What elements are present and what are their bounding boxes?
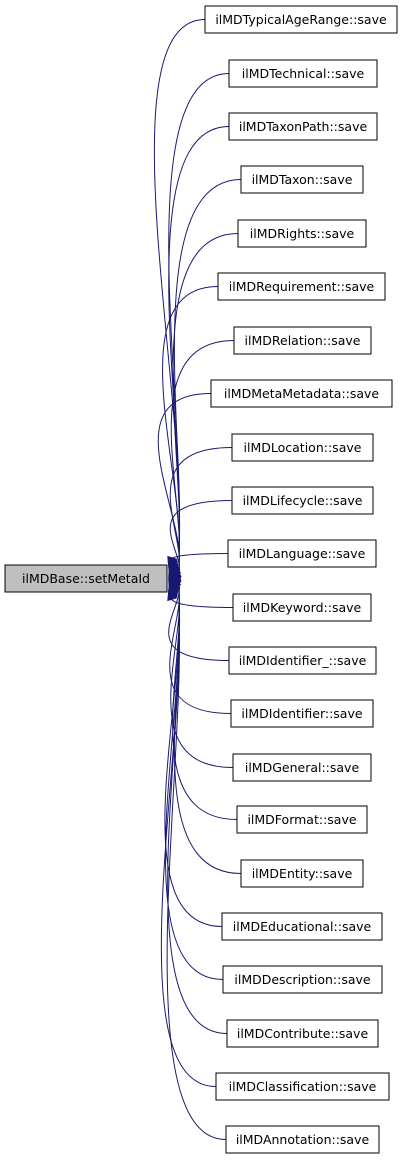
caller-node-box [210,379,393,408]
caller-node-label: ilMDContribute::save [237,1026,369,1041]
caller-node-label: ilMDTaxon::save [252,172,353,187]
caller-node[interactable]: ilMDContribute::save [226,1019,379,1048]
caller-node-label: ilMDGeneral::save [245,760,360,775]
call-edge [167,613,228,1034]
caller-node[interactable]: ilMDIdentifier::save [230,699,374,728]
caller-node[interactable]: ilMDGeneral::save [232,753,372,782]
caller-node-box [226,1019,379,1048]
caller-node-box [240,165,364,194]
caller-node[interactable]: ilMDTaxonPath::save [228,112,378,141]
caller-node[interactable]: ilMDAnnotation::save [225,1125,380,1154]
caller-node[interactable]: ilMDLocation::save [231,433,374,462]
caller-node-box [232,593,372,622]
call-edge [160,617,217,1087]
call-edge [169,447,233,569]
caller-node-label: ilMDLanguage::save [239,546,366,561]
caller-node[interactable]: ilMDLifecycle::save [231,486,374,515]
caller-node-box [221,912,383,941]
caller-node[interactable]: ilMDMetaMetadata::save [210,379,393,408]
call-edge [170,340,235,561]
caller-node[interactable]: ilMDDescription::save [222,965,383,994]
caller-node-label: ilMDClassification::save [229,1079,377,1094]
caller-node-box [204,5,398,34]
caller-node-label: ilMDEducational::save [233,919,372,934]
caller-node-box [236,805,368,834]
caller-node-label: ilMDRelation::save [245,333,361,348]
call-edge [157,393,212,565]
caller-node-box [228,59,378,88]
caller-node-box [231,486,374,515]
caller-node-label: ilMDAnnotation::save [236,1132,370,1147]
caller-node-label: ilMDDescription::save [234,972,371,987]
caller-node-box [222,965,383,994]
caller-node-box [232,753,372,782]
caller-node-box [228,112,378,141]
call-edge [170,593,234,768]
caller-node-label: ilMDIdentifier_::save [239,653,367,668]
call-edge [153,19,206,536]
caller-node-box [215,1072,390,1101]
caller-node[interactable]: ilMDFormat::save [236,805,368,834]
caller-node-label: ilMDMetaMetadata::save [224,386,380,401]
caller-node-box [231,433,374,462]
arrowhead [167,587,178,602]
caller-node-box [233,326,372,355]
caller-node[interactable]: ilMDKeyword::save [232,593,372,622]
caller-node-label: ilMDTechnical::save [242,66,365,81]
target-node-box [4,564,168,593]
caller-node[interactable]: ilMDRequirement::save [217,272,386,301]
caller-node-label: ilMDLocation::save [244,440,362,455]
caller-node-box [217,272,386,301]
caller-node-label: ilMDIdentifier::save [241,706,362,721]
caller-node[interactable]: ilMDTaxon::save [240,165,364,194]
caller-node[interactable]: ilMDEducational::save [221,912,383,941]
caller-node-box [230,699,374,728]
caller-node[interactable]: ilMDRights::save [237,219,367,248]
caller-node[interactable]: ilMDEntity::save [240,859,364,888]
caller-node-label: ilMDTypicalAgeRange::save [215,12,387,27]
caller-node[interactable]: ilMDIdentifier_::save [228,646,377,675]
call-edge [173,179,242,548]
caller-node-label: ilMDKeyword::save [243,600,362,615]
caller-node[interactable]: ilMDRelation::save [233,326,372,355]
call-edge [172,233,239,552]
caller-node[interactable]: ilMDLanguage::save [227,539,377,568]
call-edge [172,597,238,820]
caller-node-label: ilMDRequirement::save [229,279,375,294]
call-edge [169,500,233,573]
caller-node-label: ilMDRights::save [250,226,355,241]
target-node-label: ilMDBase::setMetaId [22,571,150,586]
call-edge [164,605,223,927]
caller-node-label: ilMDEntity::save [252,866,353,881]
caller-node-box [225,1125,380,1154]
caller-node-label: ilMDTaxonPath::save [239,119,368,134]
caller-node-box [240,859,364,888]
caller-node[interactable]: ilMDTypicalAgeRange::save [204,5,398,34]
caller-node-box [237,219,367,248]
caller-node[interactable]: ilMDTechnical::save [228,59,378,88]
target-node[interactable]: ilMDBase::setMetaId [4,564,168,593]
caller-node-label: ilMDLifecycle::save [243,493,363,508]
caller-node[interactable]: ilMDClassification::save [215,1072,390,1101]
call-edge [173,601,242,874]
edge-layer [153,19,242,1140]
caller-node-box [228,646,377,675]
caller-node-box [227,539,377,568]
node-layer: ilMDBase::setMetaId ilMDTypicalAgeRange:… [4,5,398,1154]
call-edge [166,622,227,1140]
call-edge [164,609,224,980]
caller-node-label: ilMDFormat::save [247,812,356,827]
